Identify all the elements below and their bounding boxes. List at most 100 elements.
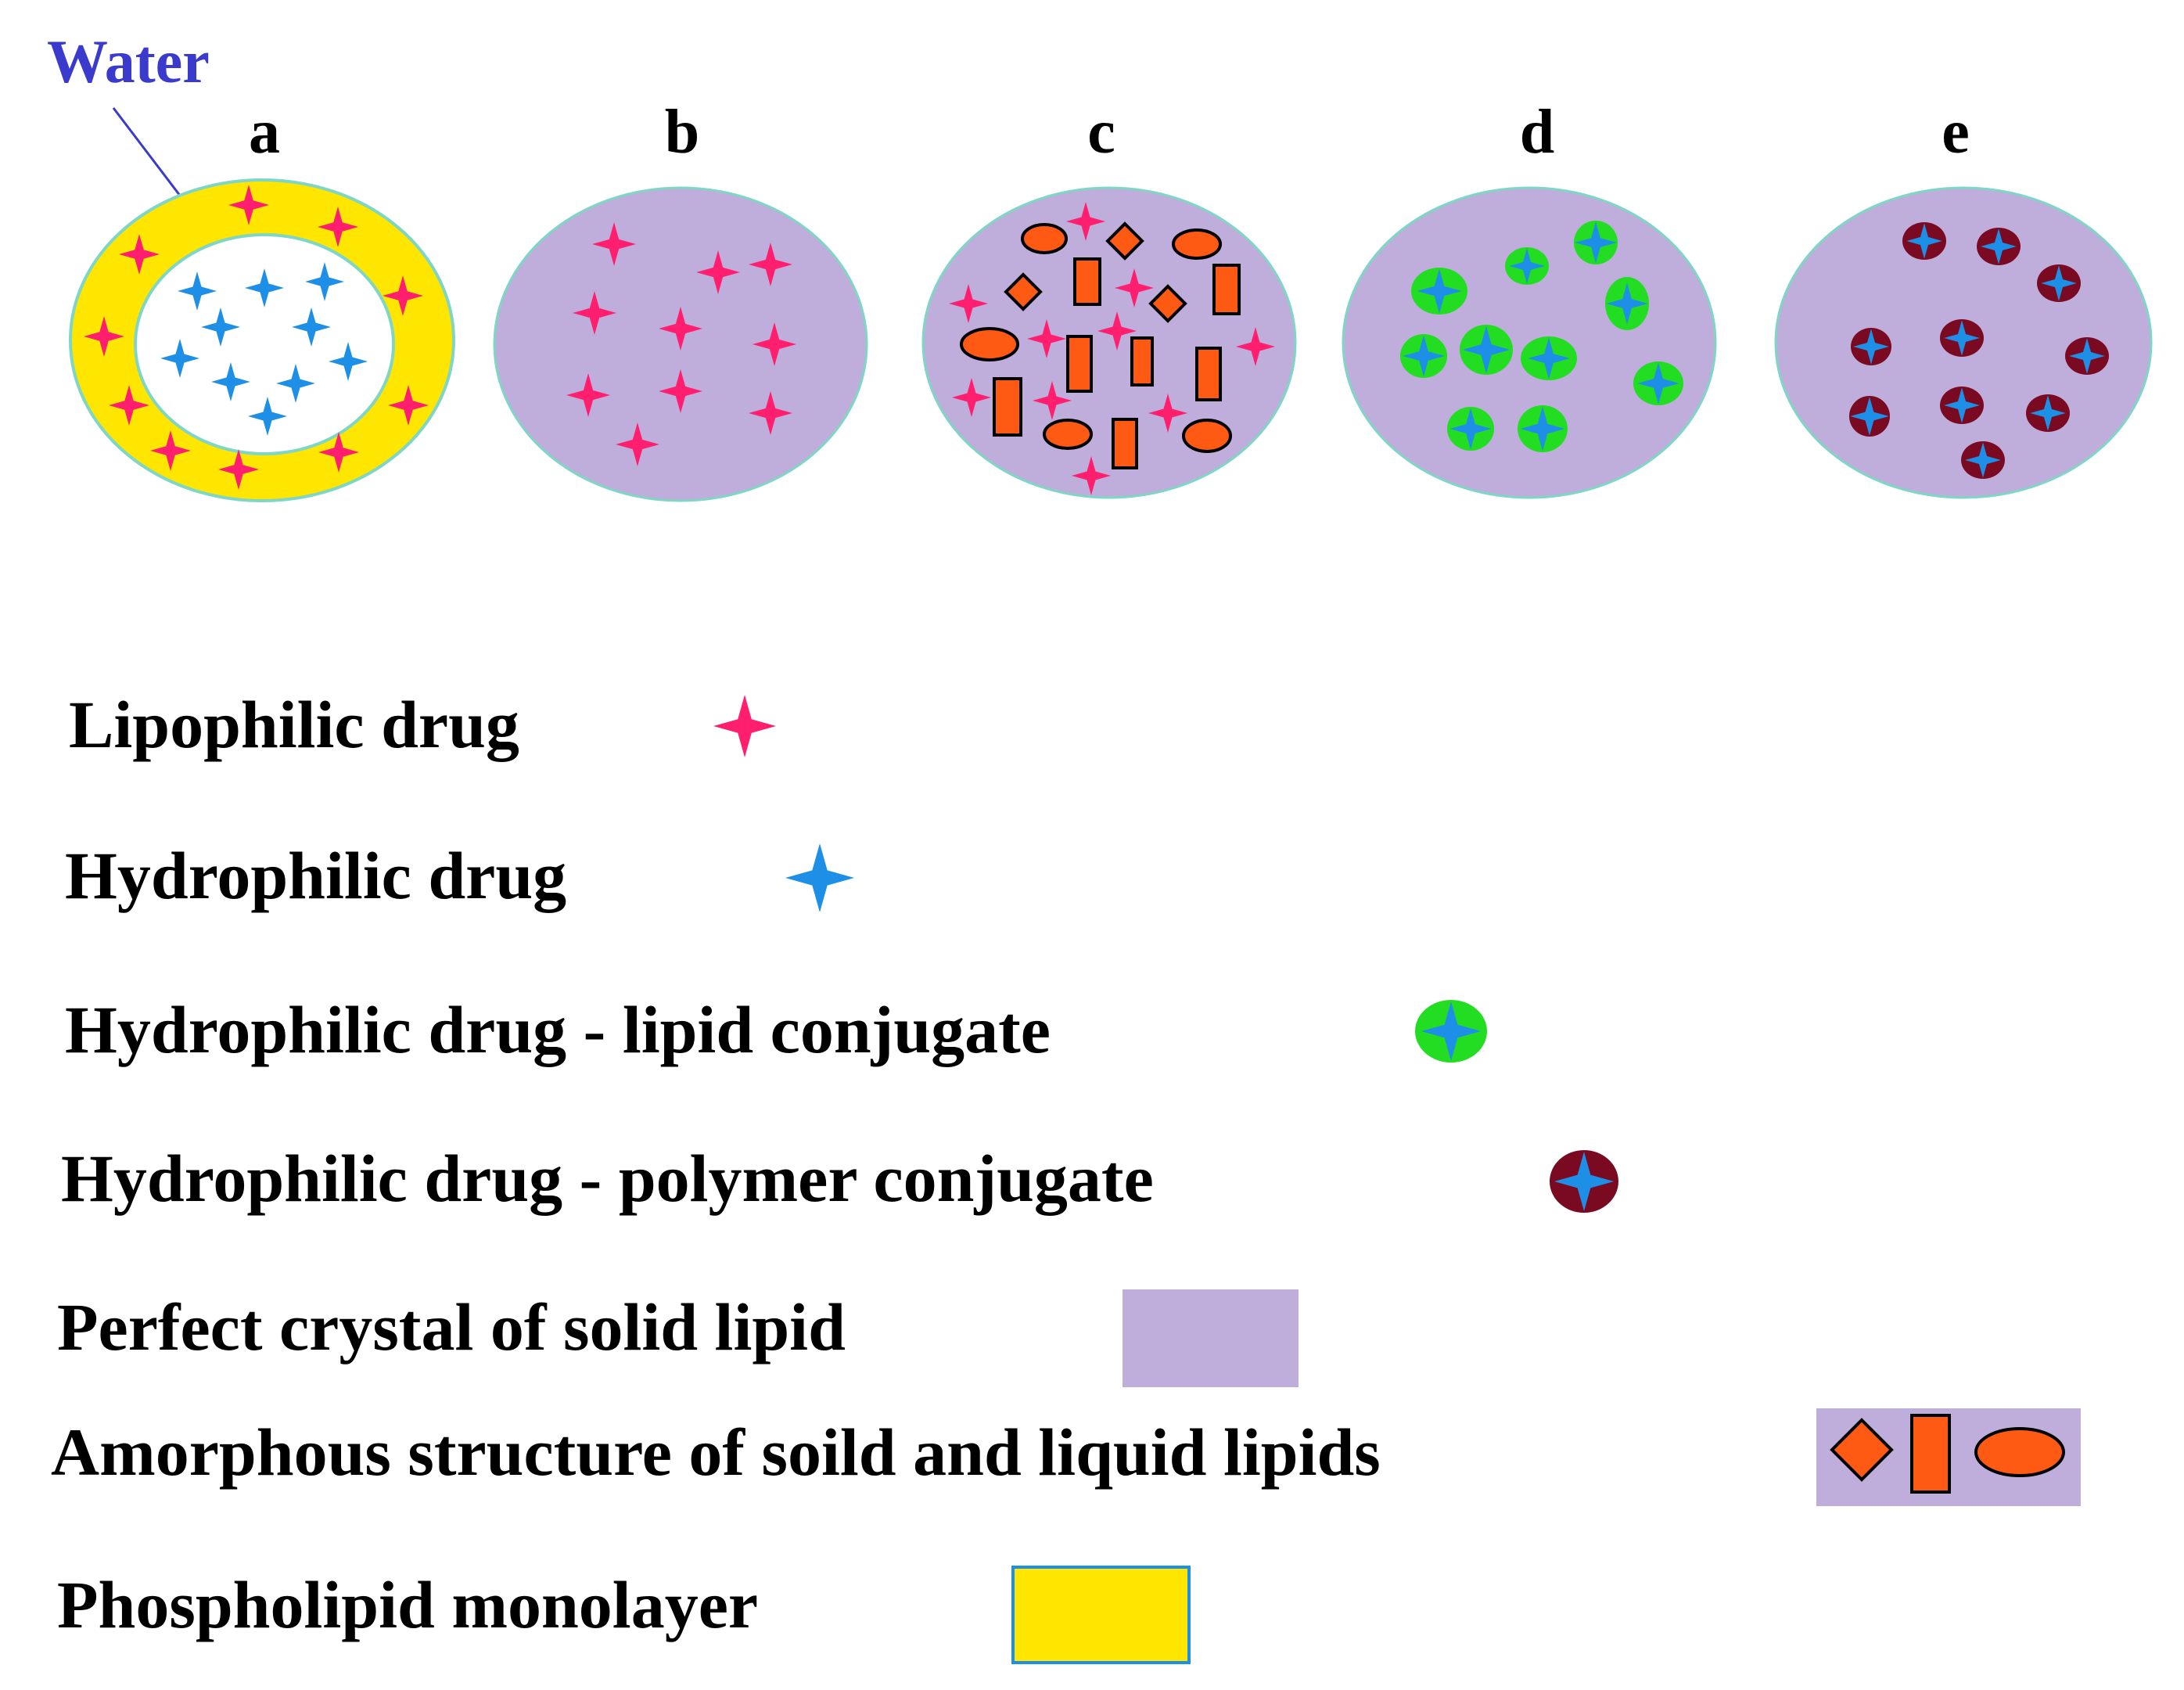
lipid-conjugate-mark: [1518, 405, 1568, 452]
hydrophilic-drug-mark: [1509, 248, 1545, 284]
lipophilic-drug-mark: [616, 422, 659, 466]
polymer-conjugate-mark: [1940, 387, 1984, 424]
polymer-conjugate-icon: [1550, 1150, 1618, 1213]
lipophilic-drug-mark: [84, 316, 124, 357]
lipid-conjugate-mark: [1400, 334, 1447, 378]
lipid-oval: [1043, 419, 1093, 450]
hydrophilic-drug-mark: [1906, 223, 1942, 259]
lipophilic-drug-mark: [318, 432, 359, 473]
lipid-rectangle: [1066, 335, 1093, 393]
particle-b: [493, 186, 868, 502]
lipid-rectangle: [1112, 418, 1138, 469]
lipophilic-drug-mark: [119, 234, 160, 275]
lipid-conjugate-mark: [1633, 361, 1683, 405]
hydrophilic-drug-mark: [1421, 1001, 1481, 1061]
hydrophilic-drug-mark: [2041, 265, 2077, 301]
lipophilic-drug-mark: [952, 378, 991, 417]
particle-d: [1342, 186, 1717, 499]
panel-label-a: a: [249, 98, 280, 167]
lipophilic-drug-mark: [1033, 381, 1072, 420]
lipophilic-drug-mark: [388, 385, 429, 426]
polymer-conjugate-mark: [2026, 394, 2070, 432]
hydrophilic-drug-mark: [245, 268, 284, 307]
hydrophilic-drug-icon: [785, 843, 854, 912]
lipid-diamond: [1105, 221, 1144, 261]
lipophilic-drug-mark: [228, 185, 269, 225]
legend-label: Hydrophilic drug - lipid conjugate: [65, 992, 1051, 1067]
hydrophilic-drug-mark: [2069, 338, 2105, 374]
hydrophilic-drug-mark: [201, 307, 240, 347]
hydrophilic-drug-mark: [1944, 387, 1980, 423]
hydrophilic-drug-mark: [1403, 335, 1445, 377]
amorphous-shapes-icon: [1830, 1414, 2065, 1494]
lipophilic-drug-mark: [1115, 268, 1154, 307]
polymer-conjugate-mark: [1977, 228, 2021, 265]
hydrophilic-drug-mark: [1944, 320, 1980, 356]
hydrophilic-drug-mark: [1853, 329, 1889, 365]
water-label: Water: [47, 27, 210, 95]
lipophilic-drug-mark: [659, 307, 702, 351]
legend-label: Phospholipid monolayer: [57, 1567, 758, 1642]
lipophilic-drug-mark: [1148, 394, 1187, 433]
hydrophilic-drug-mark: [1462, 325, 1510, 374]
lipid-conjugate-mark: [1411, 268, 1467, 315]
lipid-conjugate-mark: [1505, 247, 1549, 285]
lipid-conjugate-mark: [1605, 277, 1649, 330]
lipophilic-drug-mark: [659, 369, 702, 413]
lipid-diamond: [1830, 1418, 1894, 1482]
polymer-conjugate-mark: [1902, 222, 1946, 260]
hydrophilic-drug-mark: [292, 307, 331, 347]
lipophilic-drug-mark: [749, 243, 792, 286]
lipophilic-drug-mark: [566, 373, 610, 417]
hydrophilic-drug-mark: [1554, 1152, 1614, 1211]
hydrophilic-drug-mark: [1637, 362, 1679, 405]
polymer-conjugate-mark: [1961, 441, 2005, 479]
lipophilic-drug-mark: [696, 250, 740, 294]
lipophilic-drug-mark: [1236, 327, 1275, 366]
hydrophilic-drug-mark: [276, 364, 315, 403]
hydrophilic-drug-mark: [785, 843, 854, 912]
legend: Lipophilic drug Hydrophilic drug Hydroph…: [51, 687, 2081, 1664]
polymer-conjugate-mark: [1550, 1150, 1618, 1213]
lipid-conjugate-mark: [1574, 221, 1618, 264]
lipid-rectangle: [1910, 1414, 1951, 1494]
lipophilic-drug-mark: [1097, 311, 1137, 351]
hydrophilic-drug-mark: [1850, 397, 1889, 436]
lipophilic-drug-mark: [218, 449, 259, 490]
lipophilic-drug-mark: [1072, 456, 1111, 495]
legend-label: Hydrophilic drug - polymer conjugate: [61, 1141, 1154, 1216]
legend-item-polymer-conjugate: Hydrophilic drug - polymer conjugate: [61, 1141, 1618, 1216]
lipophilic-drug-mark: [150, 430, 191, 471]
lipid-diamond: [1004, 272, 1043, 311]
lipid-conjugate-mark: [1521, 336, 1577, 380]
lipid-oval: [1974, 1427, 2065, 1477]
lipid-oval: [960, 327, 1019, 361]
lipophilic-drug-mark: [109, 385, 149, 426]
particle-c: [921, 186, 1297, 499]
lipid-rectangle: [1195, 347, 1222, 401]
legend-item-hydrophilic-drug: Hydrophilic drug: [65, 838, 854, 913]
hydrophilic-drug-mark: [1528, 337, 1570, 379]
legend-label: Amorphous structure of soild and liquid …: [51, 1415, 1381, 1490]
lipophilic-drug-mark: [753, 322, 796, 366]
lipophilic-drug-mark: [949, 284, 988, 323]
panel-label-d: d: [1520, 98, 1555, 167]
legend-label: Perfect crystal of solid lipid: [57, 1289, 846, 1365]
lipid-diamond: [1148, 284, 1187, 323]
hydrophilic-drug-mark: [178, 271, 217, 311]
hydrophilic-drug-mark: [1575, 221, 1617, 264]
hydrophilic-drug-mark: [160, 339, 199, 378]
hydrophilic-drug-mark: [1965, 442, 2001, 478]
hydrophilic-drug-mark: [1981, 228, 2017, 264]
lipid-oval: [1172, 228, 1222, 260]
legend-item-lipid-conjugate: Hydrophilic drug - lipid conjugate: [65, 992, 1487, 1067]
hydrophilic-drug-mark: [1520, 406, 1565, 451]
legend-item-phospholipid-monolayer: Phospholipid monolayer: [57, 1566, 1191, 1664]
solid-lipid-swatch: [1123, 1289, 1299, 1387]
polymer-conjugate-mark: [1940, 319, 1984, 357]
lipophilic-drug-icon: [713, 695, 776, 757]
hydrophilic-drug-mark: [1606, 282, 1648, 325]
lipophilic-drug-mark: [1027, 319, 1066, 358]
particle-e: [1774, 186, 2153, 499]
